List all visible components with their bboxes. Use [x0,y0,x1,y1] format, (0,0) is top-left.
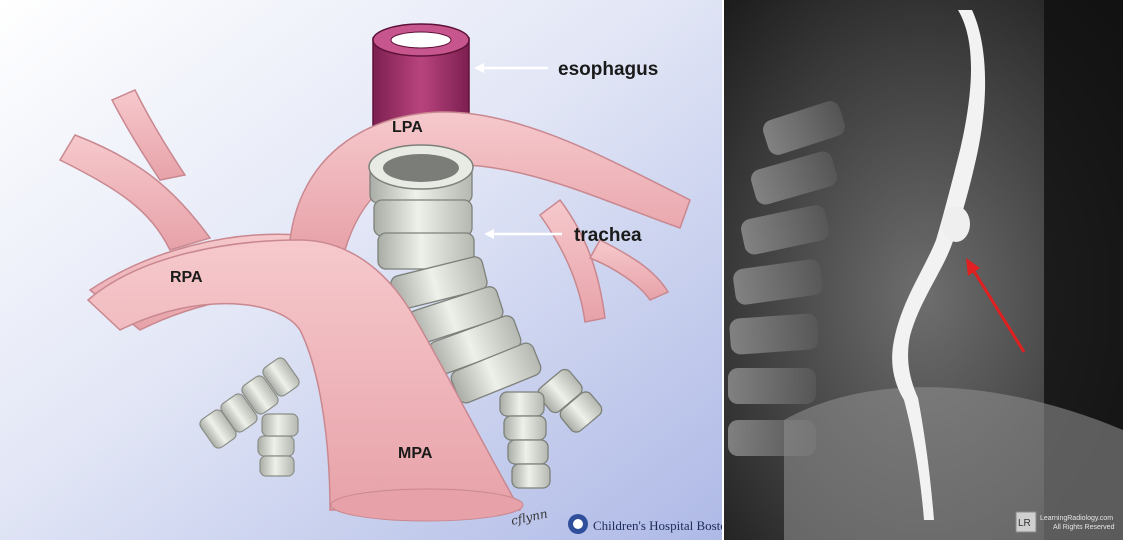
label-trachea: trachea [574,225,642,246]
institution-name: Children's Hospital Boston [593,518,722,533]
label-mpa: MPA [398,445,433,462]
watermark-line1: LearningRadiology.com [1040,515,1113,522]
pulmonary-sling-illustration: esophagus LPA trachea RPA MPA cflynn Chi… [0,0,722,540]
label-rpa: RPA [170,269,203,286]
watermark-line2: All Rights Reserved [1053,524,1115,531]
lr-logo-text: LR [1018,518,1031,529]
label-esophagus: esophagus [558,59,658,80]
label-lpa: LPA [392,119,423,136]
lateral-esophagram-xray: LR LearningRadiology.com All Rights Rese… [724,0,1123,540]
